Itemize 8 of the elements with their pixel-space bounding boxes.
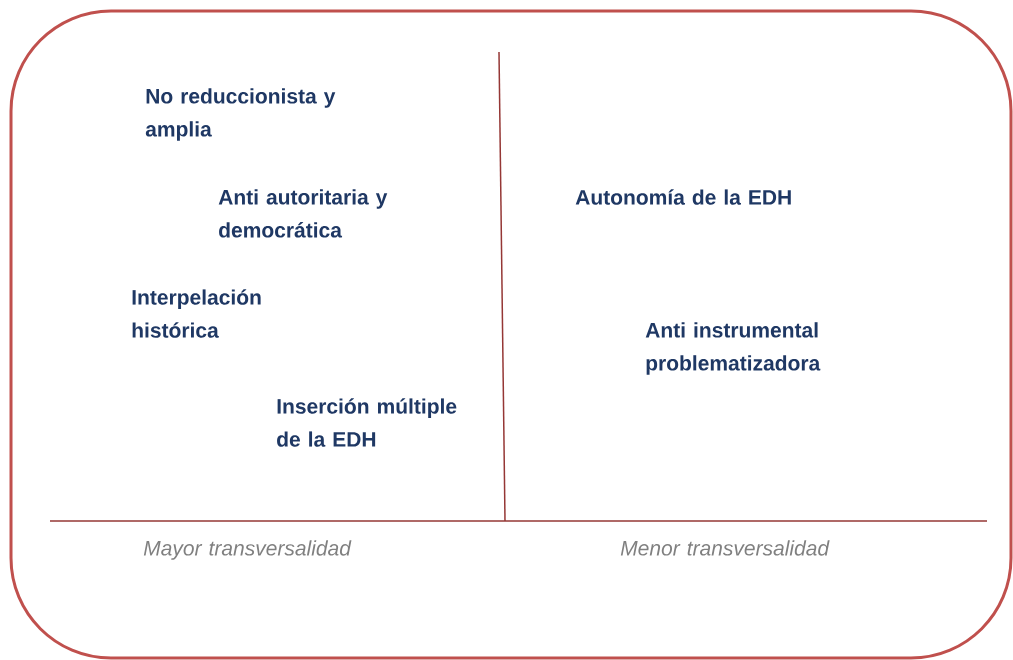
axis-label: Menor transversalidad bbox=[620, 540, 830, 556]
category-label: Inserción múltiple de la EDH bbox=[277, 398, 457, 447]
category-label: Interpelación histórica bbox=[132, 289, 261, 338]
category-label: Autonomía de la EDH bbox=[575, 189, 791, 205]
axis-label: Mayor transversalidad bbox=[143, 540, 352, 560]
category-label: No reduccionista y amplia bbox=[145, 88, 336, 141]
category-label: Anti instrumental problematizadora bbox=[645, 322, 821, 375]
category-label: Anti autoritaria y democrática bbox=[218, 189, 388, 238]
